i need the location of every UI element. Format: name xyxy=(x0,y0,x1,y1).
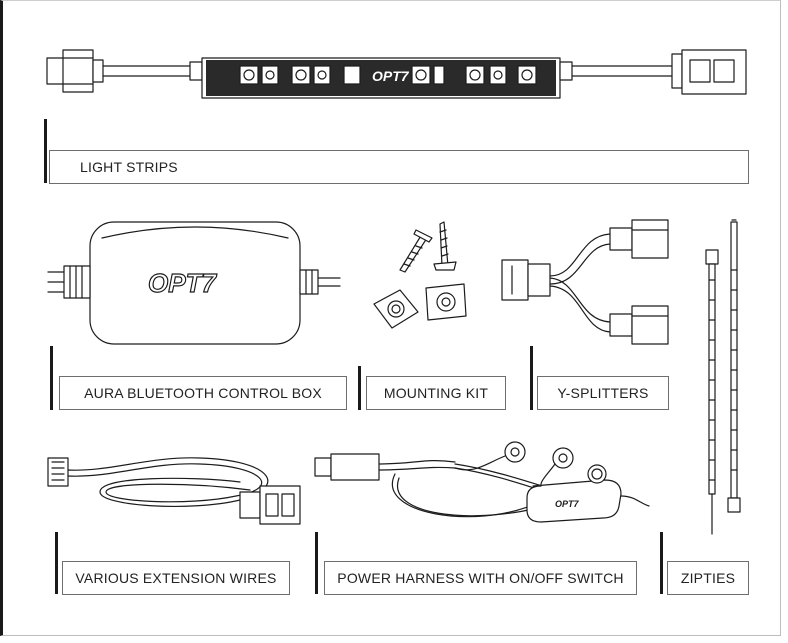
light-strips-label: LIGHT STRIPS xyxy=(49,150,749,184)
ring-terminal-icon xyxy=(454,441,526,471)
mount-pad-icon-2 xyxy=(425,283,467,321)
mount-pad-icon xyxy=(373,289,419,329)
power-harness-label: POWER HARNESS WITH ON/OFF SWITCH xyxy=(324,561,637,595)
light-strip-illustration: OPT7 xyxy=(46,49,747,99)
screw-icon xyxy=(399,229,433,273)
switch-logo: OPT7 xyxy=(555,499,580,509)
zipties-label: ZIPTIES xyxy=(667,561,749,595)
y-splitters-label: Y-SPLITTERS xyxy=(537,376,669,410)
power-harness-accent-bar xyxy=(315,532,318,594)
extension-wires-label: VARIOUS EXTENSION WIRES xyxy=(62,561,290,595)
control-box-logo: OPT7 xyxy=(148,268,217,298)
mounting-kit-accent-bar xyxy=(358,366,361,410)
zipties-accent-bar xyxy=(660,532,663,594)
extension-wires-illustration xyxy=(47,457,301,525)
switch-housing-icon: OPT7 xyxy=(526,464,650,523)
control-box-accent-bar xyxy=(50,346,53,410)
mounting-kit-illustration xyxy=(373,221,467,329)
ziptie-icon-2 xyxy=(727,219,741,513)
ziptie-icon xyxy=(705,249,719,535)
y-splitter-illustration xyxy=(501,219,669,345)
strip-logo: OPT7 xyxy=(372,68,410,84)
extension-wires-accent-bar xyxy=(55,532,58,594)
control-box-label: AURA BLUETOOTH CONTROL BOX xyxy=(59,376,347,410)
control-box-illustration: OPT7 xyxy=(47,221,341,345)
screw-icon-2 xyxy=(433,221,457,271)
zipties-illustration xyxy=(705,219,741,535)
y-splitters-accent-bar xyxy=(530,346,533,410)
mounting-kit-label: MOUNTING KIT xyxy=(366,376,506,410)
led-chips xyxy=(239,65,537,85)
power-harness-illustration: OPT7 xyxy=(314,441,650,523)
light-strips-accent-bar xyxy=(44,119,47,183)
